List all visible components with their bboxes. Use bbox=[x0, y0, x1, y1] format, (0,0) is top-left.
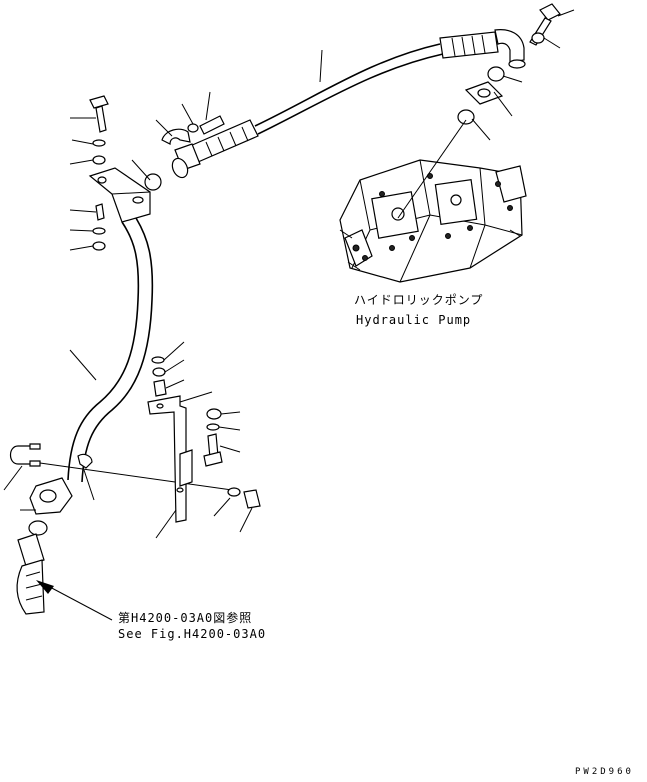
reference-label-japanese: 第H4200-03A0図参照 bbox=[118, 610, 252, 625]
u-bolt bbox=[9, 443, 41, 467]
upper-washer-3 bbox=[92, 227, 106, 235]
leader-lines bbox=[3, 9, 575, 539]
bracket-washer-1 bbox=[151, 356, 165, 364]
upper-pipe-clamp bbox=[88, 167, 151, 223]
pump-label-english: Hydraulic Pump bbox=[356, 313, 471, 327]
drawing-code: PW2D960 bbox=[575, 767, 634, 777]
bracket-washer-5 bbox=[227, 487, 241, 497]
bracket-washer-2 bbox=[152, 367, 166, 377]
upper-washer-4 bbox=[92, 241, 106, 251]
upper-hose bbox=[171, 29, 526, 179]
upper-washer-1 bbox=[92, 139, 106, 147]
upper-o-ring bbox=[144, 173, 162, 191]
bracket-washer-4 bbox=[206, 423, 220, 431]
pipe-clip bbox=[77, 453, 93, 469]
pump-label-japanese: ハイドロリックポンプ bbox=[354, 293, 483, 307]
pump-split-flange bbox=[464, 81, 504, 105]
lower-pipe-flange bbox=[29, 477, 73, 515]
reference-label-english: See Fig.H4200-03A0 bbox=[118, 627, 266, 641]
hydraulic-pump bbox=[339, 159, 527, 283]
center-line bbox=[39, 462, 233, 491]
pump-o-ring-upper bbox=[487, 66, 505, 82]
upper-stud bbox=[95, 203, 105, 221]
bracket-nut-2 bbox=[243, 489, 261, 509]
bracket-bolt bbox=[203, 433, 223, 467]
upper-washer-2 bbox=[92, 155, 106, 165]
pump-o-ring-lower bbox=[457, 109, 475, 125]
bracket-nut bbox=[153, 379, 167, 397]
main-steel-pipe bbox=[67, 217, 154, 483]
top-washer bbox=[531, 32, 545, 44]
reference-arrow bbox=[36, 580, 113, 621]
upper-bolt bbox=[89, 95, 109, 133]
lower-hose bbox=[16, 533, 45, 615]
lower-o-ring bbox=[28, 520, 48, 536]
bracket-washer-3 bbox=[206, 408, 222, 420]
support-bracket bbox=[147, 395, 193, 523]
